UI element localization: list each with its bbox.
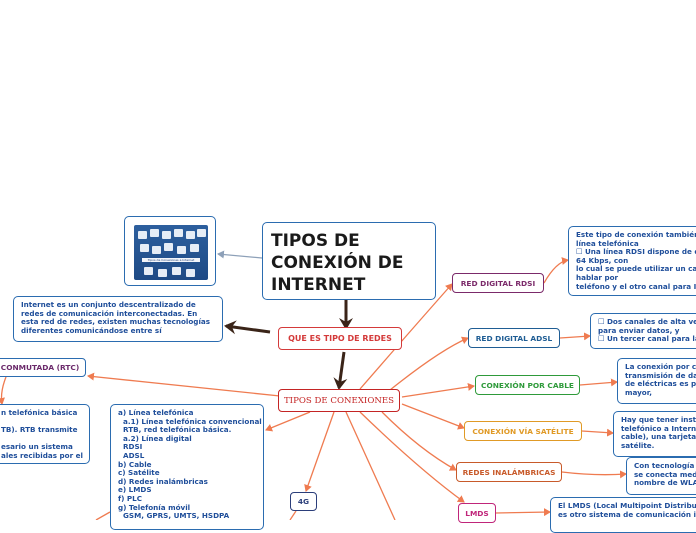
lmds-description[interactable]: El LMDS (Local Multipoint Distribut es o…: [550, 497, 696, 533]
thumbnail-picture: Tipos de Conexiones a Internet: [134, 225, 208, 280]
edge-rtc-description: [0, 376, 7, 405]
connection-types-list[interactable]: a) Línea telefónica a.1) Línea telefónic…: [110, 404, 264, 530]
node-satelite[interactable]: CONEXIÓN VÍA SATÉLITE: [464, 421, 582, 441]
edge-cable-desc: [579, 378, 618, 387]
node-adsl[interactable]: RED DIGITAL ADSL: [468, 328, 560, 348]
node-4g[interactable]: 4G: [290, 492, 317, 511]
node-que-es[interactable]: QUE ES TIPO DE REDES: [278, 327, 402, 350]
node-rdsi[interactable]: RED DIGITAL RDSI: [452, 273, 544, 293]
edge-tipos-cable: [401, 382, 475, 398]
rtc-description[interactable]: n telefónica básica TB). RTB transmite e…: [0, 404, 90, 464]
rdsi-description[interactable]: Este tipo de conexión también línea tele…: [568, 226, 696, 296]
edge-4g-down: [289, 510, 297, 520]
central-topic-text: TIPOS DE CONEXIÓN DE INTERNET: [271, 231, 404, 295]
central-topic-title[interactable]: TIPOS DE CONEXIÓN DE INTERNET: [262, 222, 436, 300]
edge-tipos-list: [265, 411, 311, 432]
edge-tipos-lmds: [359, 411, 465, 503]
edge-tipos-4g: [304, 411, 335, 492]
edge-title-image: [217, 250, 263, 259]
edge-tipos-adsl: [389, 336, 469, 391]
edge-tipos-rtc: [87, 372, 281, 397]
adsl-description[interactable]: ☐ Dos canales de alta veloc para enviar …: [590, 313, 696, 349]
edge-inalambricas-desc: [561, 470, 627, 479]
thumbnail-caption: Tipos de Conexiones a Internet: [142, 258, 200, 262]
node-lmds[interactable]: LMDS: [458, 503, 496, 523]
satelite-description[interactable]: Hay que tener insta telefónico a Interne…: [613, 411, 696, 457]
connector-lines: [0, 250, 627, 520]
edge-queEs-definition: [224, 320, 271, 335]
edge-tipos-inalambricas: [381, 411, 457, 471]
edge-tipos-satelite: [401, 403, 465, 430]
edge-rdsi-desc: [543, 257, 569, 284]
topic-image[interactable]: Tipos de Conexiones a Internet: [124, 216, 216, 286]
edge-adsl-desc: [559, 332, 591, 341]
node-cable[interactable]: CONEXIÓN POR CABLE: [475, 375, 580, 395]
node-tipos-conexiones[interactable]: TIPOS DE CONEXIONES: [278, 389, 400, 412]
inalambricas-description[interactable]: Con tecnología i se conecta med nombre d…: [626, 457, 696, 495]
internet-definition-text[interactable]: Internet es un conjunto descentralizado …: [13, 296, 223, 342]
cable-description[interactable]: La conexión por ca transmisión de da de …: [617, 358, 696, 404]
edge-tipos-rdsi: [359, 283, 453, 390]
edge-tipos-extra: [345, 411, 396, 520]
node-redes-inalambricas[interactable]: REDES INALÁMBRICAS: [456, 462, 562, 482]
edge-satelite-desc: [581, 428, 614, 437]
node-rtc[interactable]: CONMUTADA (RTC): [0, 358, 86, 377]
edge-lmds-desc: [495, 508, 551, 517]
edge-queEs-tipos: [333, 351, 348, 390]
edge-list-left: [95, 511, 111, 520]
